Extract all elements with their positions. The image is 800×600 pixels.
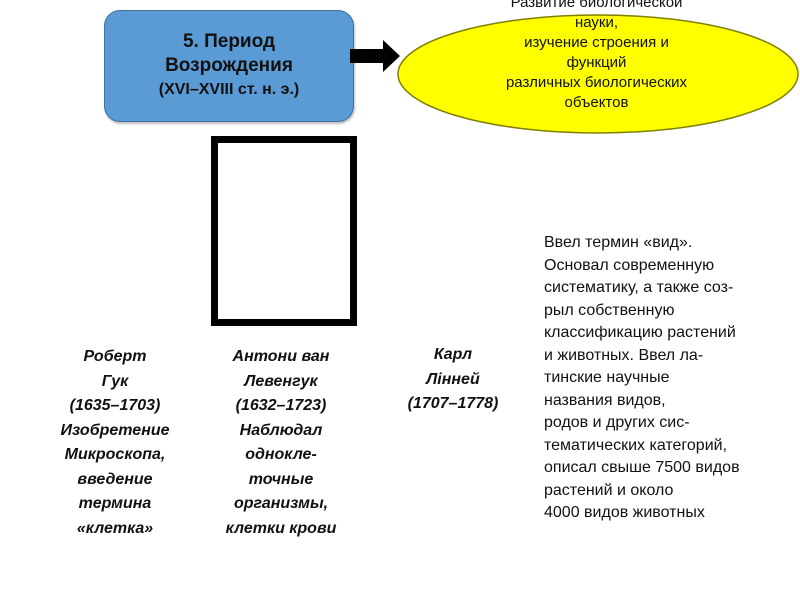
goal-ellipse-shape <box>397 14 799 134</box>
description-line: описал свыше 7500 видов <box>544 459 740 476</box>
description-line: 4000 видов животных <box>544 504 705 521</box>
goal-text: Развитие биологической науки, изучение с… <box>393 0 800 113</box>
scientist-line: введение <box>77 470 153 488</box>
description-line: родов и других сис- <box>544 414 690 431</box>
goal-line: различных биологических <box>505 74 688 91</box>
period-dates: (XVI–XVIII ст. н. э.) <box>158 81 300 98</box>
scientist-line: точные <box>248 470 314 488</box>
description-line: Основал современную <box>544 256 715 274</box>
period-title-line2: Возрождения <box>165 55 293 76</box>
goal-line: объектов <box>564 94 629 111</box>
description-line: систематику, а также соз- <box>544 279 734 296</box>
image-placeholder-frame <box>211 136 357 326</box>
scientist-line: клетки крови <box>225 519 337 537</box>
scientist-line: организмы, <box>233 495 329 512</box>
scientist-line: (1635–1703) <box>69 397 161 414</box>
scientist-line: Лінней <box>426 370 480 388</box>
scientist-line: Антони ван <box>232 348 330 365</box>
right-arrow-icon <box>350 40 400 72</box>
scientist-line: Роберт <box>83 348 147 365</box>
scientist-hooke: Роберт Гук (1635–1703) Изобретение Микро… <box>30 345 200 541</box>
description-line: Ввел термин «вид». <box>544 234 693 251</box>
description-line: тинские научные <box>544 369 670 386</box>
goal-line: Развитие биологической <box>510 0 683 11</box>
scientist-line: Изобретение <box>60 421 170 439</box>
scientist-line: «клетка» <box>76 519 154 537</box>
scientist-leeuwenhoek: Антони ван Левенгук (1632–1723) Наблюдал… <box>198 345 364 541</box>
scientist-line: Карл <box>433 346 473 363</box>
description-line: рыл собственную <box>544 301 675 319</box>
description-line: классификацию растений <box>544 324 736 341</box>
scientist-linnaeus: Карл Лінней (1707–1778) <box>393 343 513 417</box>
goal-line: изучение строения и <box>524 34 669 51</box>
scientist-line: (1632–1723) <box>235 397 327 414</box>
description-line: тематических категорий, <box>544 436 728 454</box>
scientist-line: Левенгук <box>244 372 318 390</box>
scientist-line: термина <box>78 495 152 512</box>
scientist-line: (1707–1778) <box>407 395 499 412</box>
period-box: 5. Период Возрождения (XVI–XVIII ст. н. … <box>104 10 354 122</box>
description-line: и животных. Ввел ла- <box>544 346 704 364</box>
scientist-line: Гук <box>101 372 129 390</box>
linnaeus-description: Ввел термин «вид». Основал современную с… <box>544 232 800 525</box>
period-title-line1: 5. Период <box>182 31 276 52</box>
description-line: растений и около <box>544 481 674 499</box>
scientist-line: Наблюдал <box>239 421 323 439</box>
goal-ellipse: Развитие биологической науки, изучение с… <box>393 0 800 140</box>
scientist-line: Микроскопа, <box>64 446 166 463</box>
description-line: названия видов, <box>544 391 666 409</box>
goal-line: науки, <box>574 14 619 31</box>
goal-line: функций <box>566 54 627 71</box>
scientist-line: однокле- <box>245 446 317 463</box>
